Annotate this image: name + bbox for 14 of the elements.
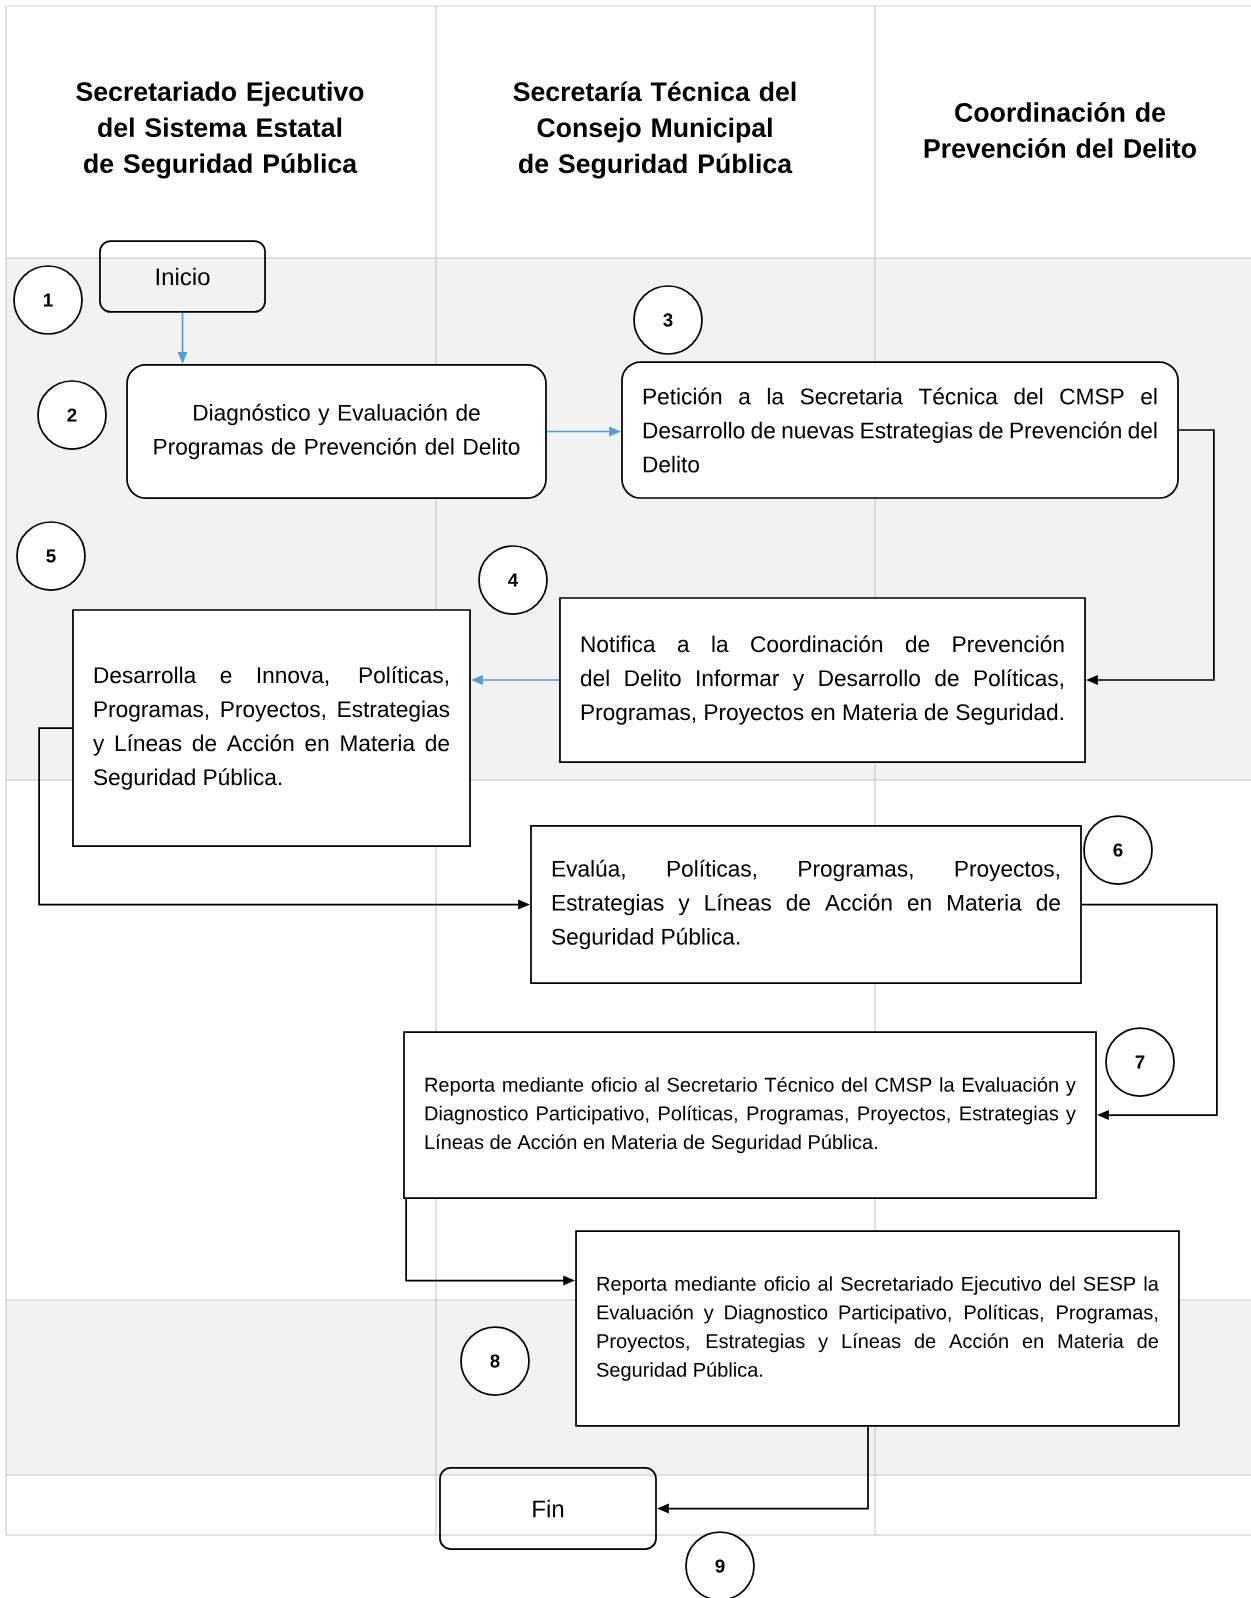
process-box: Desarrolla e Innova, Políticas, Programas, Proyectos, Estrategias y Líneas de Acción en Materia de Seguridad Pública.	[72, 609, 471, 847]
process-box: Notifica a la Coordinación de Prevención del Delito Informar y Desarrollo de Políticas, Programas, Proyectos en Materia de Seguridad.	[559, 597, 1086, 763]
lane-header: Secretaría Técnica del Consejo Municipal de Seguridad Pública	[513, 81, 796, 179]
terminal-box: Inicio	[99, 240, 266, 313]
process-box: Diagnóstico y Evaluación de Programas de Prevención del Delito	[126, 364, 547, 499]
lane-header: Secretariado Ejecutivo del Sistema Estatal de Seguridad Pública	[76, 81, 364, 179]
process-box: Reporta mediante oficio al Secretario Técnico del CMSP la Evaluación y Diagnostico Participativo, Políticas, Programas, Proyectos, Estrategias y Líneas de Acción en Materia de Seguridad Pública.	[403, 1031, 1097, 1199]
arrow	[1081, 903, 1218, 1120]
lane-header: Coordinación de Prevención del Delito	[924, 102, 1196, 158]
node-label: 9	[715, 1559, 725, 1573]
terminal-box: Fin	[439, 1467, 657, 1550]
process-box: Petición a la Secretaria Técnica del CMSP el Desarrollo de nuevas Estrategias de Prevención del Delito	[621, 361, 1179, 499]
process-box: Reporta mediante oficio al Secretariado Ejecutivo del SESP la Evaluación y Diagnostico Participativo, Políticas, Programas, Proyectos, Estrategias y Líneas de Acción en Materia de Seguridad Pública.	[575, 1230, 1180, 1427]
process-box: Evalúa, Políticas, Programas, Proyectos, Estrategias y Líneas de Acción en Materia de Seguridad Pública.	[530, 825, 1082, 984]
